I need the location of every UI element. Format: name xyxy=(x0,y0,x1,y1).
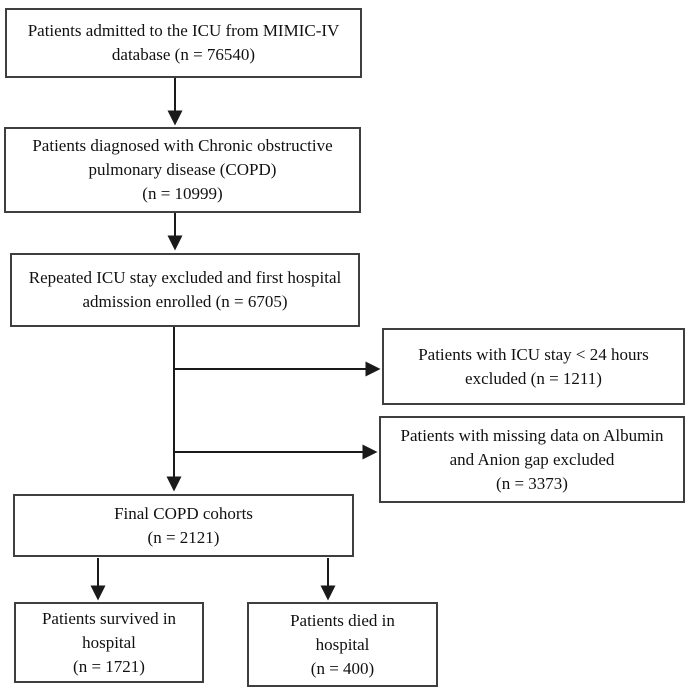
flow-node-icu-stay-excluded: Patients with ICU stay < 24 hours exclud… xyxy=(382,328,685,405)
node-text-line: (n = 1721) xyxy=(73,656,145,676)
node-text-line: and Anion gap excluded xyxy=(449,449,615,469)
flow-node-first-admission: Repeated ICU stay excluded and first hos… xyxy=(10,253,360,327)
node-text-line: (n = 400) xyxy=(310,658,375,678)
node-text-line: Patients admitted to the ICU from MIMIC-… xyxy=(27,21,340,40)
node-text-line: hospital xyxy=(315,634,370,654)
node-text-line: hospital xyxy=(82,632,136,652)
node-text-line: Repeated ICU stay excluded and first hos… xyxy=(28,268,342,287)
node-text-line: (n = 3373) xyxy=(496,473,568,493)
flow-node-survived-in-hospital: Patients survived in hospital (n = 1721) xyxy=(14,602,204,683)
node-text-line: Patients died in xyxy=(290,610,395,630)
node-text-line: Final COPD cohorts xyxy=(114,503,253,523)
node-text-line: Patients with missing data on Albumin xyxy=(400,425,664,445)
node-text-line: excluded (n = 1211) xyxy=(465,368,602,388)
node-text-line: (n = 10999) xyxy=(142,184,223,203)
flow-node-icu-admissions: Patients admitted to the ICU from MIMIC-… xyxy=(5,8,362,78)
node-text-line: Patients with ICU stay < 24 hours xyxy=(418,344,649,364)
node-text-line: Patients survived in xyxy=(41,608,177,628)
flow-node-missing-data-excluded: Patients with missing data on Albumin an… xyxy=(379,416,685,503)
node-text-line: database (n = 76540) xyxy=(111,45,256,64)
node-text-line: pulmonary disease (COPD) xyxy=(88,160,277,179)
node-text-line: Patients diagnosed with Chronic obstruct… xyxy=(32,136,333,155)
flow-node-final-cohort: Final COPD cohorts (n = 2121) xyxy=(13,494,354,557)
flow-node-copd-diagnosed: Patients diagnosed with Chronic obstruct… xyxy=(4,127,361,213)
flow-node-died-in-hospital: Patients died in hospital (n = 400) xyxy=(247,602,438,687)
node-text-line: (n = 2121) xyxy=(147,527,220,547)
node-text-line: admission enrolled (n = 6705) xyxy=(82,292,288,311)
